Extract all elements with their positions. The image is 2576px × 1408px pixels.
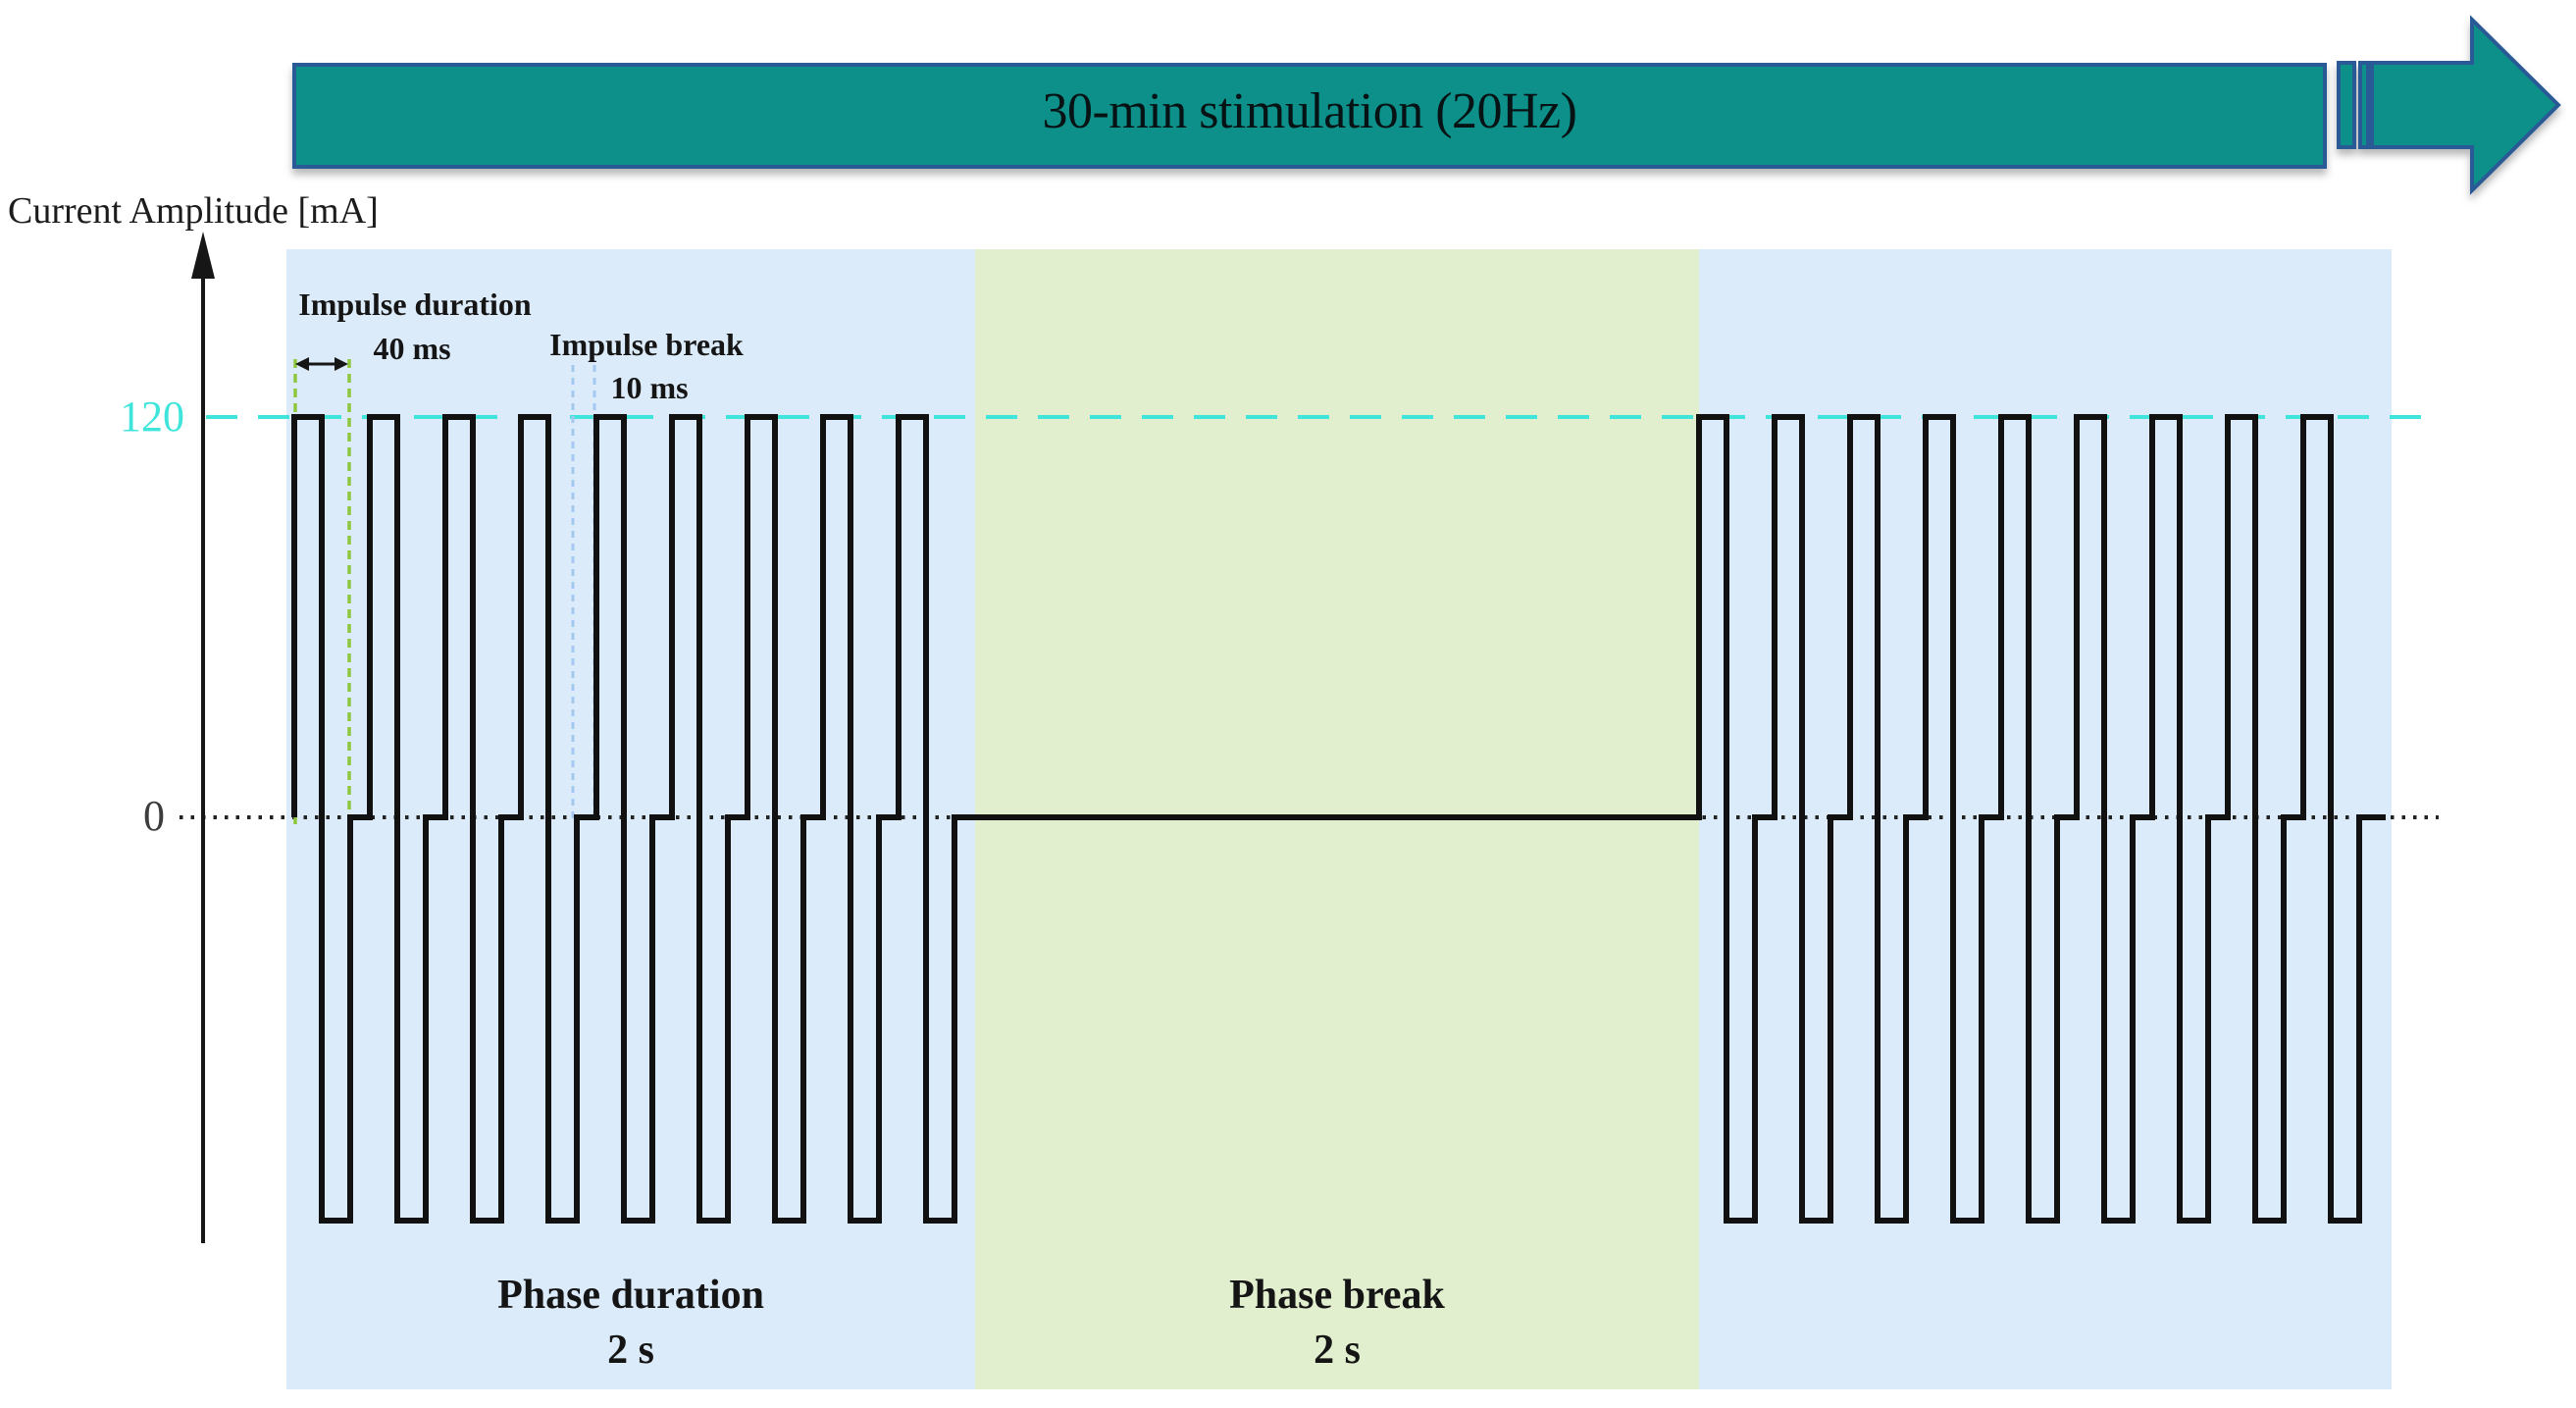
phase-duration-region-2 (1699, 249, 2392, 1389)
y-axis-title: Current Amplitude [mA] (8, 190, 379, 232)
impulse-break-value: 10 ms (610, 370, 689, 405)
phase-break-label: Phase break (1229, 1273, 1445, 1318)
phase-break-value: 2 s (1314, 1328, 1361, 1373)
stimulation-banner (292, 15, 2561, 195)
y-tick-0: 0 (143, 792, 165, 840)
banner-bar (292, 63, 2327, 169)
banner-break-bar-2 (2358, 61, 2370, 149)
measure-arrow-left-head-icon (295, 357, 309, 371)
banner-arrow-icon (2370, 15, 2561, 195)
y-axis-arrow-icon (191, 232, 215, 279)
phase-duration-label: Phase duration (497, 1273, 764, 1318)
impulse-break-label: Impulse break (549, 327, 744, 362)
impulse-duration-label: Impulse duration (298, 287, 532, 322)
impulse-duration-value: 40 ms (373, 331, 451, 366)
phase-duration-value: 2 s (607, 1328, 654, 1373)
biphasic-pulse-waveform (291, 414, 2386, 1224)
measure-arrow-right-head-icon (335, 357, 348, 371)
banner-title: 30-min stimulation (20Hz) (1042, 83, 1577, 139)
y-tick-120: 120 (120, 392, 184, 441)
banner-break-bar-1 (2337, 61, 2356, 149)
